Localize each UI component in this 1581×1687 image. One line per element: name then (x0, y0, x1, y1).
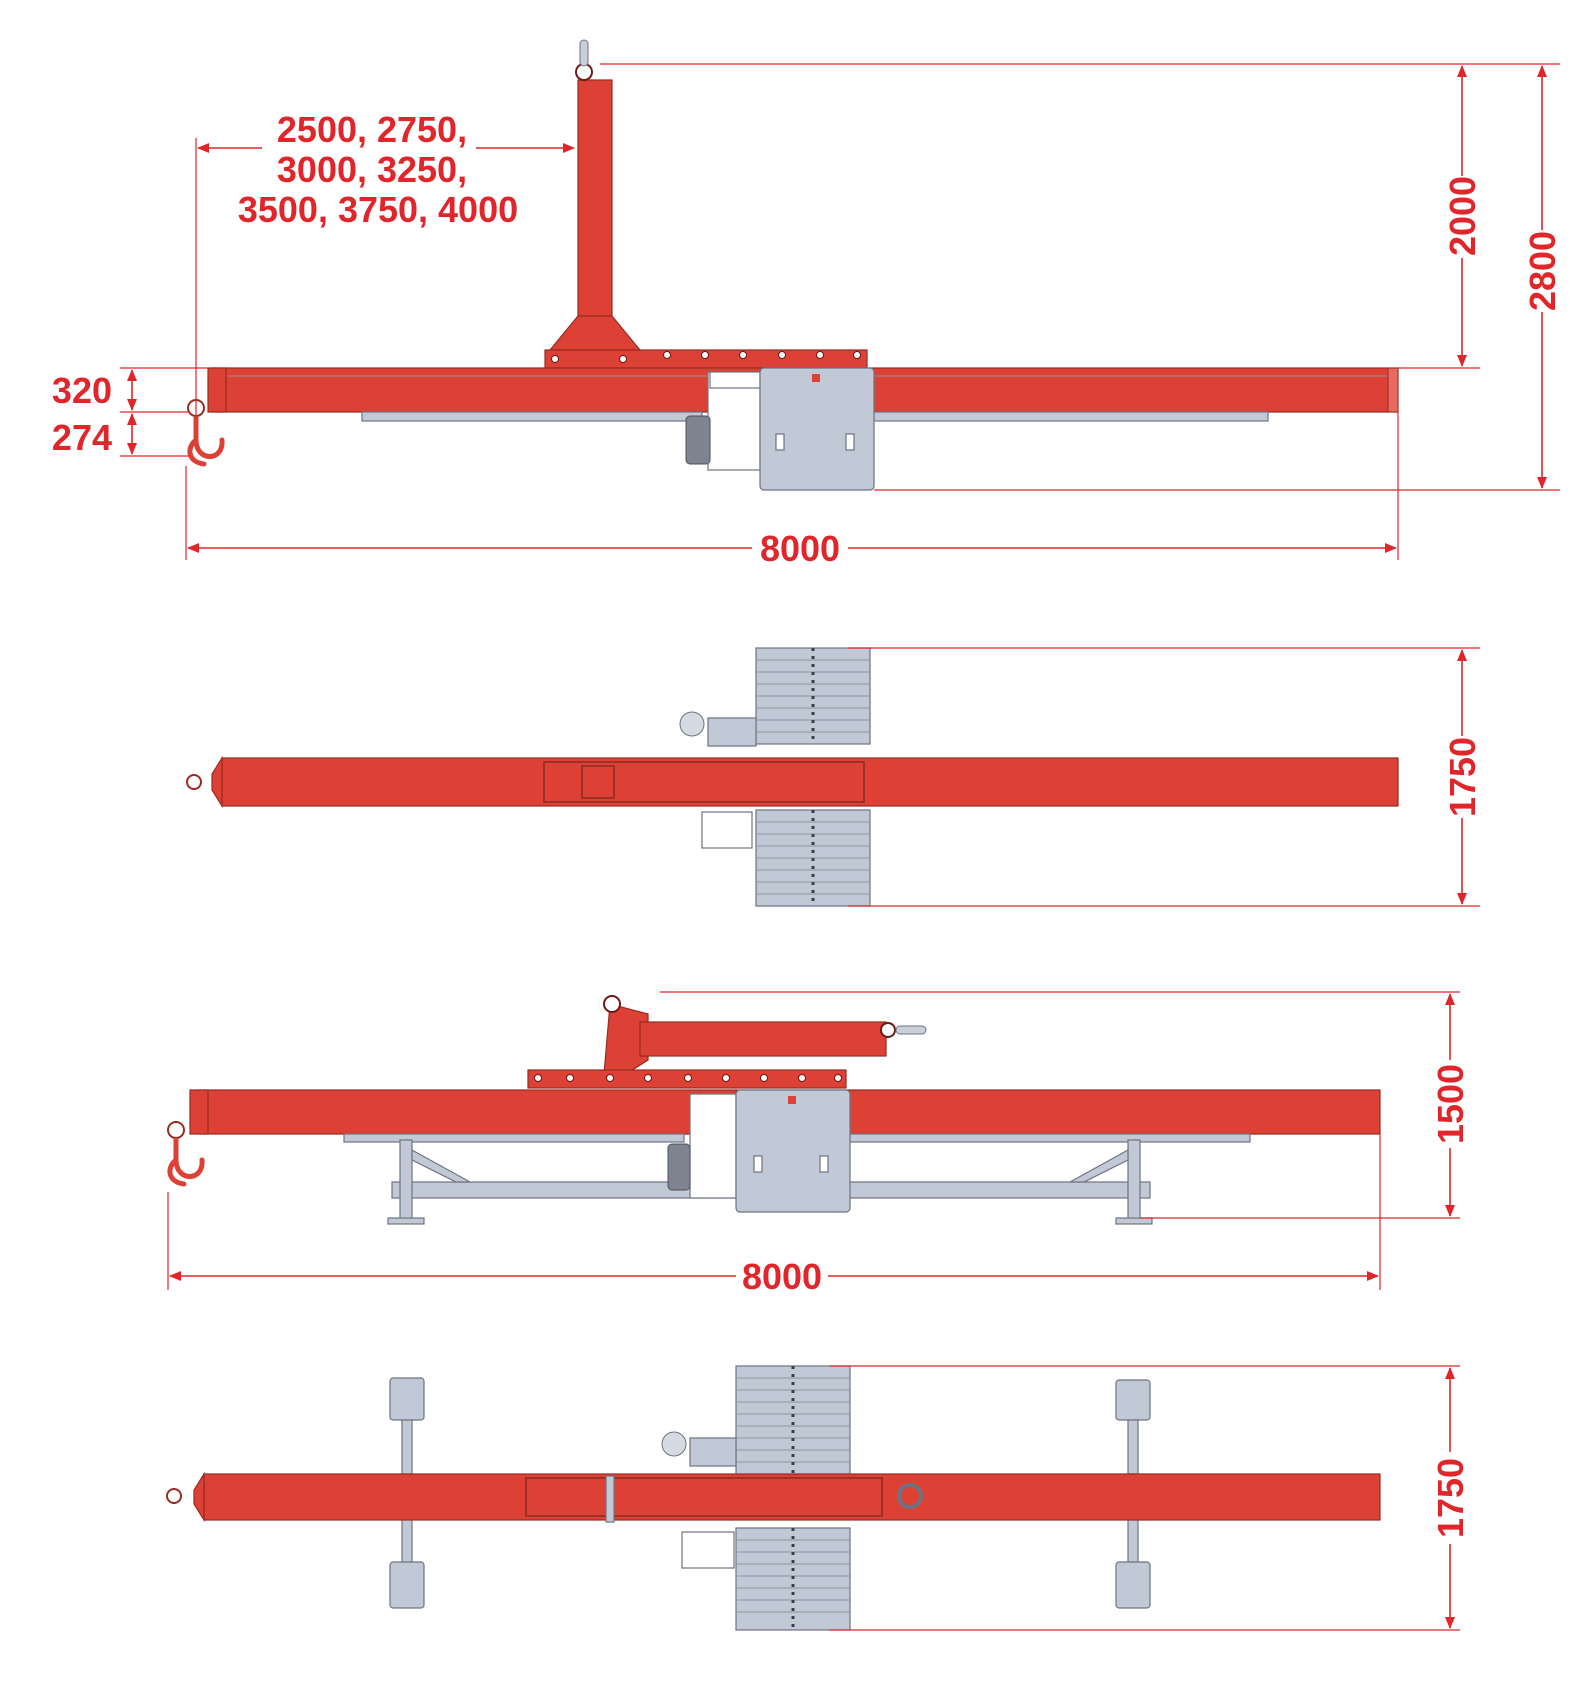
beam-head (207, 367, 227, 413)
transport-height-label: 1500 (1430, 1064, 1471, 1144)
transport-side-view (167, 995, 1381, 1225)
mast-column (577, 79, 613, 321)
trolley-plate-transport (735, 1089, 851, 1213)
reach-label-line-2: 3000, 3250, (277, 149, 467, 190)
transport-foot-left (387, 1217, 425, 1225)
top-view: 1750 (186, 647, 1483, 907)
motor-top (709, 371, 761, 389)
crane-hook-icon (187, 415, 225, 467)
motor-transport-top (689, 1437, 737, 1467)
hook-drop-label: 274 (52, 417, 112, 458)
folded-mast-end-icon (880, 1022, 896, 1038)
total-length-label: 8000 (760, 528, 840, 569)
reach-label-line-1: 2500, 2750, (277, 109, 467, 150)
rail-left (361, 411, 703, 422)
control-box-transport-top (681, 1531, 735, 1569)
hook-pivot-transport-icon (167, 1121, 185, 1139)
transport-length-label: 8000 (742, 1256, 822, 1297)
transport-stand-left (389, 1377, 425, 1609)
folded-mast-gusset (603, 1003, 649, 1075)
transport-stand-right (1115, 1379, 1151, 1609)
motor-bell-icon (679, 711, 705, 737)
motor-housing-transport (689, 1093, 737, 1199)
hook-transport-top-icon (166, 1488, 182, 1504)
transport-brace-left (411, 1148, 471, 1183)
control-box-top-view (701, 811, 753, 849)
telescopic-clamp (581, 765, 615, 799)
rail-transport-right (849, 1133, 1251, 1143)
plate-slot-right-transport (819, 1155, 829, 1173)
motor-bell-transport-icon (661, 1431, 687, 1457)
plate-tag-transport (788, 1096, 796, 1104)
crane-hook-transport-icon (167, 1137, 205, 1187)
beam-taper-top (211, 755, 223, 809)
shackle-icon (897, 1483, 923, 1509)
total-height-label: 2800 (1522, 231, 1563, 311)
folded-mast-eye-icon (603, 995, 621, 1013)
gear-motor (685, 415, 711, 465)
mast-top-lug (579, 39, 589, 67)
rail-transport-left (343, 1133, 685, 1143)
gear-motor-transport (667, 1143, 691, 1191)
main-beam-transport-top (203, 1473, 1381, 1521)
plate-slot-right (845, 433, 855, 451)
reach-label-line-3: 3500, 3750, 4000 (238, 189, 518, 230)
counterweight-upper (755, 647, 871, 745)
hook-top-icon (186, 774, 202, 790)
folded-mast-lug (895, 1025, 927, 1035)
side-view-dimensions: 2500, 2750, 3000, 3250, 3500, 3750, 4000… (52, 63, 1563, 569)
transport-foot-right (1115, 1217, 1153, 1225)
plate-tag (812, 374, 820, 382)
beam-height-label: 320 (52, 370, 112, 411)
top-view-width-label: 1750 (1442, 737, 1483, 817)
main-beam-top (221, 757, 1399, 807)
top-plate-transport-holes (534, 1074, 842, 1082)
transport-top-width-label: 1750 (1430, 1458, 1471, 1538)
counterweight-lower (755, 809, 871, 907)
transport-side-dimensions: 1500 8000 (167, 991, 1471, 1297)
plate-slot-left-transport (753, 1155, 763, 1173)
counterweight-transport-upper (735, 1365, 851, 1477)
mast-height-label: 2000 (1442, 176, 1483, 256)
transport-top-view: 1750 (166, 1365, 1471, 1631)
telescopic-transport (525, 1477, 883, 1517)
plate-slot-left (775, 433, 785, 451)
side-view (187, 39, 1399, 491)
transport-post-left (399, 1139, 413, 1223)
beam-taper-transport-top (193, 1471, 205, 1523)
rail-right (867, 411, 1269, 422)
transport-post-right (1127, 1139, 1141, 1223)
transport-brace-right (1069, 1148, 1129, 1183)
beam-head-transport (189, 1089, 209, 1135)
folded-mast (639, 1021, 887, 1057)
motor-top-view (707, 717, 757, 747)
telescopic-inner (543, 761, 865, 803)
telescopic-clamp-transport (605, 1475, 615, 1523)
trolley-plate (759, 367, 875, 491)
mast-gusset (548, 315, 642, 351)
top-plate-holes (551, 351, 861, 363)
counterweight-transport-lower (735, 1527, 851, 1631)
beam-end-cap (1387, 367, 1399, 413)
